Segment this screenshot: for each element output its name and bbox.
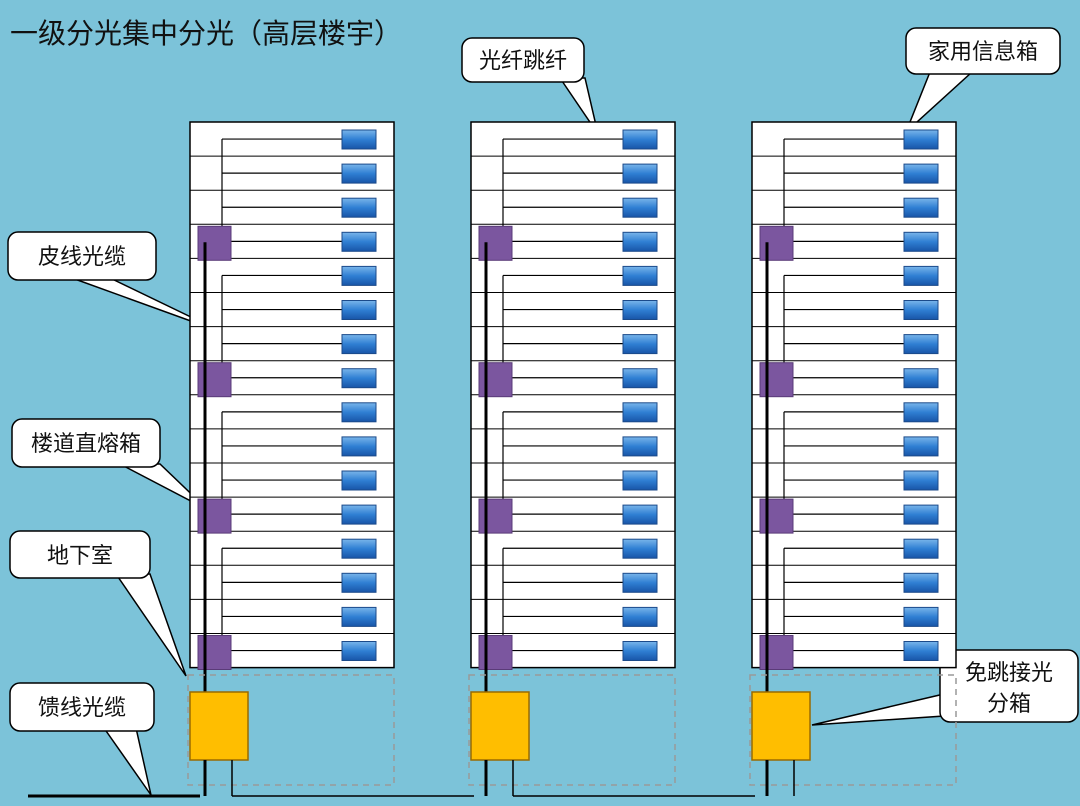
home-info-box — [903, 129, 939, 150]
home-info-box — [622, 436, 658, 457]
callout-splitter-box: 免跳接光 分箱 — [811, 649, 1079, 726]
home-info-box — [903, 572, 939, 593]
home-info-box — [622, 368, 658, 389]
home-info-box — [622, 504, 658, 525]
home-info-box — [341, 163, 377, 184]
corridor-box — [478, 362, 513, 398]
feeder-cable-label: 馈线光缆 — [38, 696, 126, 721]
home-info-box — [622, 300, 658, 320]
basement-outline — [468, 674, 676, 786]
home-info-box — [622, 197, 658, 218]
fiber-jumper-label: 光纤跳纤 — [479, 49, 567, 74]
basement-outline — [749, 674, 957, 786]
leather-cable-label: 皮线光缆 — [38, 245, 126, 270]
basement-label: 地下室 — [47, 544, 113, 569]
home-info-box — [622, 538, 658, 559]
home-info-box — [341, 231, 377, 252]
home-info-box — [341, 334, 377, 355]
home-info-box — [622, 402, 658, 423]
home-info-box — [341, 538, 377, 559]
corridor-box — [478, 635, 513, 670]
home-info-box — [622, 470, 658, 491]
home-info-box — [903, 538, 939, 559]
home-info-box — [341, 197, 377, 218]
home-info-box — [341, 504, 377, 525]
home-info-box — [341, 265, 377, 286]
home-info-box — [903, 641, 939, 661]
page-title: 一级分光集中分光（高层楼宇） — [10, 17, 403, 50]
building-2 — [468, 121, 676, 796]
home-info-box — [903, 300, 939, 320]
corridor-box — [197, 635, 232, 670]
corridor-box — [197, 498, 232, 534]
home-info-box — [903, 231, 939, 252]
home-info-box — [903, 163, 939, 184]
home-info-box — [341, 300, 377, 320]
building-1 — [187, 121, 395, 796]
corridor-box — [759, 362, 794, 398]
home-info-box — [903, 402, 939, 423]
basement-outline — [187, 674, 395, 786]
splitter-box — [470, 691, 530, 761]
callout-home-box: 家用信息箱 — [905, 27, 1061, 133]
home-info-box — [341, 368, 377, 389]
home-info-box — [341, 402, 377, 423]
home-info-box — [622, 641, 658, 661]
callout-basement: 地下室 — [9, 530, 187, 677]
home-info-box — [622, 265, 658, 286]
callout-corridor-box: 楼道直熔箱 — [11, 418, 209, 511]
home-info-box — [341, 606, 377, 627]
home-info-box — [341, 572, 377, 593]
corridor-box — [197, 225, 232, 261]
corridor-box — [759, 225, 794, 261]
home-info-box — [903, 197, 939, 218]
splitter-box — [751, 691, 811, 761]
corridor-box — [478, 498, 513, 534]
home-info-box — [622, 231, 658, 252]
splitter-box-label-line2: 分箱 — [987, 692, 1031, 717]
corridor-box — [197, 362, 232, 398]
home-info-box — [903, 606, 939, 627]
home-info-box — [903, 470, 939, 491]
home-info-box — [622, 129, 658, 150]
home-info-box — [622, 572, 658, 593]
callout-leather-cable: 皮线光缆 — [7, 231, 225, 334]
home-info-box — [622, 606, 658, 627]
home-info-box — [903, 368, 939, 389]
home-info-box — [903, 334, 939, 355]
home-info-box — [341, 470, 377, 491]
corridor-box — [478, 225, 513, 261]
splitter-box — [189, 691, 249, 761]
home-info-box — [903, 265, 939, 286]
home-info-box — [903, 504, 939, 525]
corridor-box-label: 楼道直熔箱 — [31, 432, 141, 457]
corridor-box — [759, 635, 794, 670]
building-3 — [749, 121, 957, 796]
callout-fiber-jumper: 光纤跳纤 — [461, 37, 599, 135]
home-info-box — [341, 436, 377, 457]
callout-feeder-cable: 馈线光缆 — [9, 682, 155, 796]
home-info-box — [341, 641, 377, 661]
home-info-box — [622, 163, 658, 184]
home-info-box — [903, 436, 939, 457]
corridor-box — [759, 498, 794, 534]
home-info-box — [622, 334, 658, 355]
home-info-box — [341, 129, 377, 150]
home-box-label: 家用信息箱 — [928, 40, 1038, 65]
splitter-box-label-line1: 免跳接光 — [965, 661, 1053, 686]
